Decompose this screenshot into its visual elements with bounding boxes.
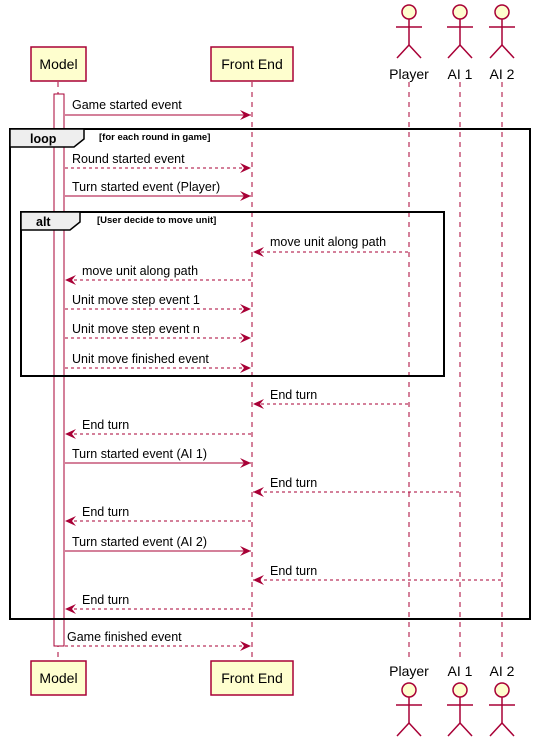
loop-fragment: loop [for each round in game]	[9, 128, 531, 620]
message-label: Game started event	[72, 98, 182, 112]
message-labels: Game started event Round started event T…	[67, 98, 386, 644]
participant-front-end-label: Front End	[221, 56, 282, 72]
actor-ai2-icon	[489, 4, 515, 59]
activation-bar-model	[53, 93, 65, 647]
message-label: move unit along path	[82, 264, 198, 278]
actor-player-label-top: Player	[389, 66, 429, 82]
message-label: Turn started event (AI 2)	[72, 535, 207, 549]
participant-model-label: Model	[39, 56, 77, 72]
actor-ai1-label-top: AI 1	[448, 66, 473, 82]
message-label: End turn	[82, 593, 129, 607]
message-label: Unit move step event n	[72, 322, 200, 336]
messages	[65, 110, 501, 651]
actor-player-icon	[396, 682, 422, 737]
loop-condition: [for each round in game]	[99, 132, 210, 143]
actor-ai1-icon	[447, 682, 473, 737]
message-label: End turn	[82, 505, 129, 519]
alt-condition: [User decide to move unit]	[97, 215, 216, 226]
alt-fragment: alt [User decide to move unit]	[20, 211, 445, 377]
actor-ai1-icon	[447, 4, 473, 59]
message-label: Game finished event	[67, 630, 182, 644]
alt-label: alt	[36, 215, 51, 229]
message-label: End turn	[82, 418, 129, 432]
message-label: End turn	[270, 564, 317, 578]
participant-model-label: Model	[39, 670, 77, 686]
participant-front-end-top: Front End	[210, 46, 294, 82]
message-label: Turn started event (Player)	[72, 180, 220, 194]
participant-model-bottom: Model	[30, 660, 87, 696]
message-label: Round started event	[72, 152, 185, 166]
loop-label: loop	[30, 132, 57, 146]
actor-player-label-bottom: Player	[389, 663, 429, 679]
message-label: End turn	[270, 476, 317, 490]
participant-model-top: Model	[30, 46, 87, 82]
message-label: Turn started event (AI 1)	[72, 447, 207, 461]
actor-player-icon	[396, 4, 422, 59]
participant-front-end-label: Front End	[221, 670, 282, 686]
message-label: move unit along path	[270, 235, 386, 249]
actor-ai2-label-top: AI 2	[490, 66, 515, 82]
participant-front-end-bottom: Front End	[210, 660, 294, 696]
actor-ai1-label-bottom: AI 1	[448, 663, 473, 679]
message-label: Unit move step event 1	[72, 293, 200, 307]
actor-ai2-label-bottom: AI 2	[490, 663, 515, 679]
actor-ai2-icon	[489, 682, 515, 737]
message-label: End turn	[270, 388, 317, 402]
message-label: Unit move finished event	[72, 352, 209, 366]
